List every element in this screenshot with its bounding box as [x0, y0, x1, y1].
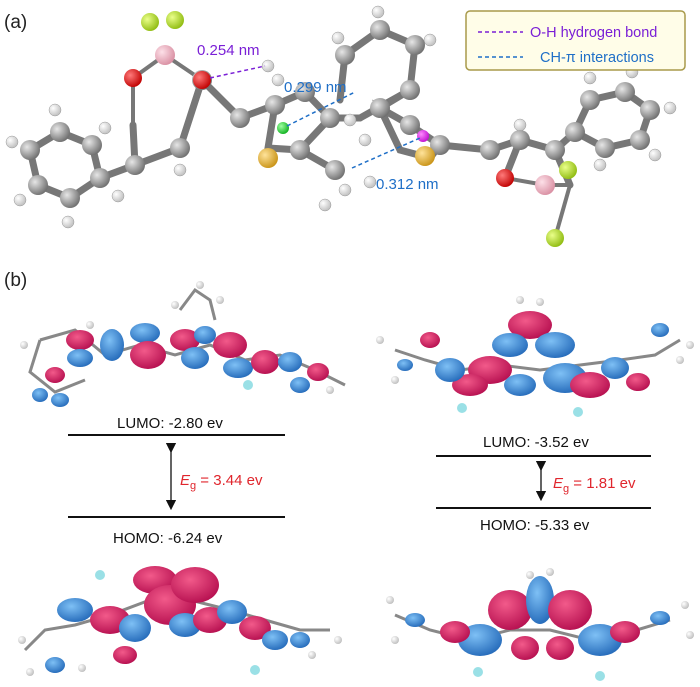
lumo-label-right: LUMO: -3.52 ev: [483, 434, 589, 451]
band-gap-label-left: Eg = 3.44 ev: [180, 472, 263, 492]
ch-pi-distance-label-2: 0.312 nm: [376, 176, 439, 193]
panel-a-label: (a): [4, 12, 27, 33]
legend-box: O-H hydrogen bond CH-π interactions: [465, 10, 686, 71]
homo-orbital-left: [18, 566, 342, 676]
lumo-label-left: LUMO: -2.80 ev: [117, 415, 223, 432]
homo-orbital-right: [386, 568, 694, 681]
oh-bond-distance-label: 0.254 nm: [197, 42, 260, 59]
legend-ch-pi-label: CH-π interactions: [540, 50, 654, 66]
homo-label-right: HOMO: -5.33 ev: [480, 517, 590, 534]
lumo-orbital-right: [376, 296, 694, 417]
ch-pi-distance-label-1: 0.299 nm: [284, 79, 347, 96]
legend-oh-label: O-H hydrogen bond: [530, 25, 657, 41]
homo-label-left: HOMO: -6.24 ev: [113, 530, 223, 547]
band-gap-label-right: Eg = 1.81 ev: [553, 475, 636, 495]
panel-b-label: (b): [4, 270, 27, 291]
lumo-orbital-left: [20, 281, 346, 407]
molecule-structure-a: [5, 5, 677, 247]
